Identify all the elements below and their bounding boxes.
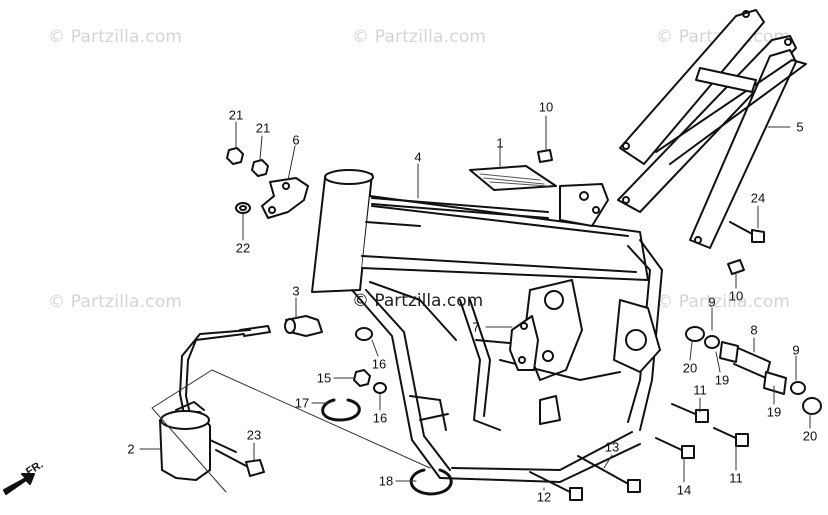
callout-20b: 20 — [802, 428, 818, 444]
callout-17: 17 — [294, 395, 310, 411]
callout-16a: 16 — [371, 356, 387, 372]
callout-11b: 11 — [729, 470, 743, 486]
watermark-center: © Partzilla.com — [352, 291, 484, 311]
callout-7: 7 — [472, 319, 480, 335]
callout-10b: 10 — [728, 288, 744, 304]
callout-21b: 21 — [255, 120, 271, 136]
callout-16b: 16 — [372, 410, 388, 426]
callout-22: 22 — [235, 240, 251, 256]
callout-10a: 10 — [538, 99, 554, 115]
callout-2: 2 — [127, 441, 135, 457]
callout-19a: 19 — [714, 372, 730, 388]
main-frame — [311, 169, 663, 483]
callout-12: 12 — [536, 489, 552, 505]
callout-9b: 9 — [792, 342, 800, 358]
callout-15: 15 — [316, 370, 332, 386]
callout-18: 18 — [378, 473, 394, 489]
callout-3: 3 — [292, 283, 300, 299]
watermark-top-center: © Partzilla.com — [352, 27, 487, 47]
watermark-mid-left: © Partzilla.com — [48, 292, 183, 312]
watermark-mid-right: © Partzilla.com — [656, 292, 791, 312]
callout-20a: 20 — [682, 360, 698, 376]
callout-6: 6 — [292, 132, 300, 148]
callout-24: 24 — [750, 190, 766, 206]
callout-9a: 9 — [708, 294, 716, 310]
callout-11a: 11 — [693, 382, 707, 398]
callout-19b: 19 — [766, 404, 782, 420]
callout-14: 14 — [676, 482, 692, 498]
callout-8: 8 — [750, 322, 758, 338]
callout-21a: 21 — [228, 107, 244, 123]
callout-4: 4 — [414, 149, 422, 165]
callout-5: 5 — [796, 119, 804, 135]
callout-23: 23 — [246, 427, 262, 443]
watermark-top-left: © Partzilla.com — [48, 27, 183, 47]
callout-1: 1 — [496, 135, 504, 151]
callout-13: 13 — [604, 439, 620, 455]
rear-subframe — [617, 9, 807, 249]
